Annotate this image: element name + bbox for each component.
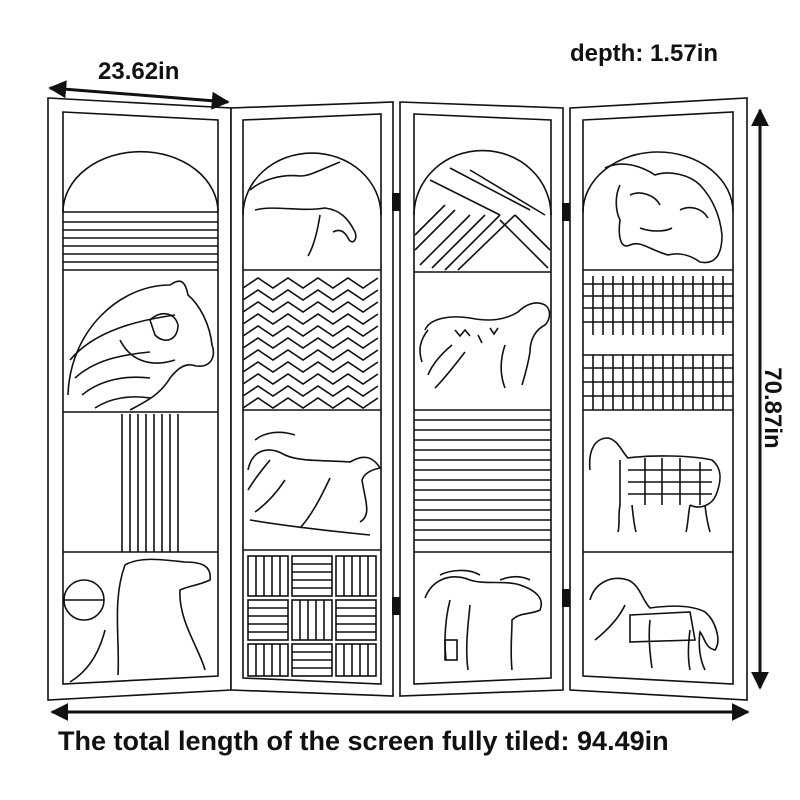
rider-horse-icon [424,569,542,671]
decorated-horse-icon [419,302,551,389]
panel-1-arch-stripes [62,150,219,271]
blanketed-horse-icon [588,437,721,533]
panel-2 [230,101,394,697]
panel-4-vertical-stripes-bottom [583,354,733,411]
height-label: 70.87in [759,367,786,449]
panel-2-arch-horse [242,152,382,271]
basketweave-pattern [247,555,377,677]
total-length-label: The total length of the screen fully til… [58,726,669,756]
width-label: 23.62in [98,58,180,85]
width-arrow [48,80,230,110]
depth-label: depth: 1.57in [570,40,719,67]
zigzag-pattern [242,277,381,411]
prancing-horse-icon [589,577,719,671]
panel-1-vertical-stripes [121,414,179,552]
panel-4-vertical-stripes-top [583,276,733,335]
panel-3-horizontal-stripes [414,419,551,541]
panel-1 [47,97,232,701]
hinges [392,193,570,615]
galloping-horse-icon [247,431,382,536]
panel-4 [569,97,748,701]
panel-3 [399,101,564,697]
horse-silhouette-icon [63,558,211,683]
panel-3-arch-diagonal [413,149,552,273]
bull-head-icon [582,151,734,271]
horse-head-icon [63,280,218,413]
